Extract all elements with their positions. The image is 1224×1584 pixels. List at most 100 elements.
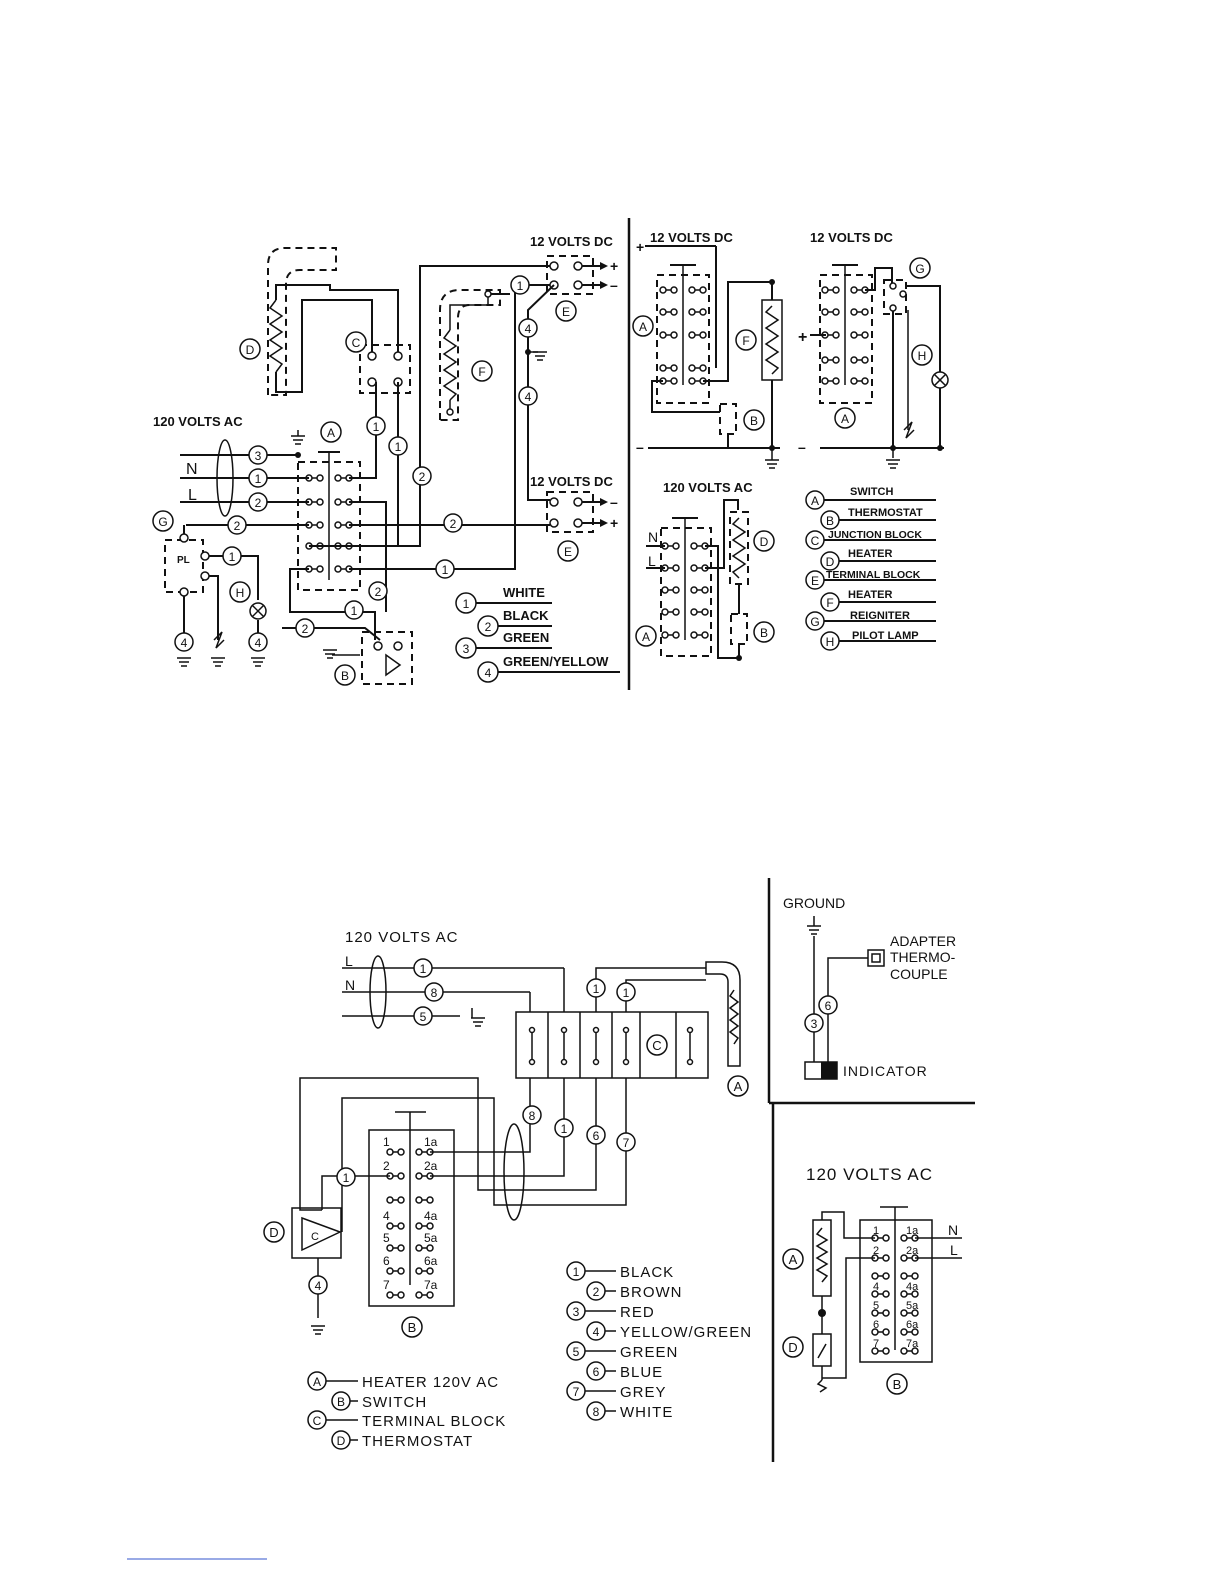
upper-part-legend: A SWITCH B THERMOSTAT C JUNCTION BLOCK D… xyxy=(805,486,936,651)
svg-text:REIGNITER: REIGNITER xyxy=(850,610,910,622)
svg-text:YELLOW/GREEN: YELLOW/GREEN xyxy=(620,1324,752,1341)
svg-text:1: 1 xyxy=(573,1265,580,1279)
svg-text:D: D xyxy=(826,555,835,569)
dc-top-plus: + xyxy=(610,258,618,274)
svg-text:1: 1 xyxy=(463,597,470,611)
svg-text:TERMINAL BLOCK: TERMINAL BLOCK xyxy=(826,569,921,581)
svg-text:7: 7 xyxy=(623,1136,630,1150)
svg-text:1: 1 xyxy=(442,563,449,577)
heater-f xyxy=(439,289,501,421)
svg-text:4: 4 xyxy=(181,636,188,650)
lower-n-label: N xyxy=(345,977,355,993)
svg-text:COUPLE: COUPLE xyxy=(890,966,948,982)
svg-text:H: H xyxy=(918,349,927,363)
svg-text:C: C xyxy=(811,534,820,548)
svg-text:B: B xyxy=(408,1320,417,1335)
lower-right-indicator-diagram: GROUND ADAPTER THERMO- COUPLE 6 3 INDICA… xyxy=(783,895,956,1080)
svg-text:2: 2 xyxy=(419,470,426,484)
svg-text:G: G xyxy=(158,515,167,529)
svg-text:8: 8 xyxy=(431,986,438,1000)
svg-text:H: H xyxy=(236,586,245,600)
svg-text:2: 2 xyxy=(302,622,309,636)
legend-white: WHITE xyxy=(503,585,545,600)
svg-text:4: 4 xyxy=(525,390,532,404)
svg-text:D: D xyxy=(788,1340,797,1355)
lower-ac-label: 120 VOLTS AC xyxy=(345,929,458,946)
svg-text:C: C xyxy=(313,1414,322,1428)
svg-text:7: 7 xyxy=(383,1278,390,1292)
svg-text:1: 1 xyxy=(373,420,380,434)
svg-text:2: 2 xyxy=(873,1245,879,1257)
svg-text:F: F xyxy=(478,365,485,379)
svg-text:A: A xyxy=(313,1375,321,1389)
upper-l-label: L xyxy=(188,487,197,504)
thermostat-b-upper xyxy=(361,631,413,685)
svg-text:7a: 7a xyxy=(424,1278,438,1292)
svg-text:A: A xyxy=(642,630,650,644)
svg-text:2: 2 xyxy=(383,1159,390,1173)
svg-text:120 VOLTS AC: 120 VOLTS AC xyxy=(806,1165,933,1184)
svg-text:4a: 4a xyxy=(906,1281,919,1293)
svg-text:120 VOLTS AC: 120 VOLTS AC xyxy=(663,480,753,495)
svg-text:1: 1 xyxy=(517,279,524,293)
svg-text:D: D xyxy=(760,535,769,549)
svg-text:12 VOLTS DC: 12 VOLTS DC xyxy=(650,230,733,245)
svg-text:D: D xyxy=(337,1434,346,1448)
svg-text:C: C xyxy=(652,1038,661,1053)
upper-right-ac-diagram: 120 VOLTS AC N L A D B xyxy=(635,480,775,661)
svg-text:B: B xyxy=(337,1395,345,1409)
svg-text:1: 1 xyxy=(383,1135,390,1149)
svg-text:HEATER: HEATER xyxy=(848,589,892,601)
svg-text:L: L xyxy=(648,553,656,569)
svg-text:BROWN: BROWN xyxy=(620,1284,683,1301)
svg-text:2a: 2a xyxy=(906,1245,919,1257)
svg-text:–: – xyxy=(636,439,644,455)
svg-text:D: D xyxy=(269,1225,278,1240)
svg-text:JUNCTION BLOCK: JUNCTION BLOCK xyxy=(828,529,922,541)
svg-text:GREEN: GREEN xyxy=(620,1344,678,1361)
svg-text:6: 6 xyxy=(383,1254,390,1268)
wire-callouts-lower: 1 8 5 1 1 8 1 6 7 1 4 xyxy=(308,958,636,1295)
svg-text:3: 3 xyxy=(811,1017,818,1031)
heater-a-lower: A xyxy=(705,961,749,1097)
svg-text:1: 1 xyxy=(561,1122,568,1136)
svg-text:2: 2 xyxy=(450,517,457,531)
svg-text:A: A xyxy=(811,494,819,508)
upper-main-diagram: 120 VOLTS AC 12 VOLTS DC 12 VOLTS DC N L… xyxy=(152,218,631,690)
svg-text:B: B xyxy=(750,414,758,428)
switch-b-lower xyxy=(368,1129,455,1307)
svg-text:1: 1 xyxy=(351,604,358,618)
svg-text:12 VOLTS DC: 12 VOLTS DC xyxy=(810,230,893,245)
svg-text:4: 4 xyxy=(593,1325,600,1339)
svg-text:5a: 5a xyxy=(906,1300,919,1312)
pl-label: PL xyxy=(177,555,190,566)
svg-text:B: B xyxy=(341,669,349,683)
svg-text:SWITCH: SWITCH xyxy=(850,486,893,498)
svg-text:1: 1 xyxy=(395,440,402,454)
svg-text:C: C xyxy=(352,336,361,350)
terminal-block-e-lower xyxy=(546,491,594,533)
svg-text:N: N xyxy=(648,529,658,545)
lower-main-diagram: 120 VOLTS AC L N C A xyxy=(263,878,975,1462)
svg-text:1: 1 xyxy=(343,1171,350,1185)
svg-text:H: H xyxy=(826,635,835,649)
svg-text:4a: 4a xyxy=(424,1209,438,1223)
svg-text:E: E xyxy=(811,574,819,588)
svg-text:7: 7 xyxy=(873,1338,879,1350)
svg-text:–: – xyxy=(798,439,806,455)
svg-text:3: 3 xyxy=(573,1305,580,1319)
svg-text:3: 3 xyxy=(255,449,262,463)
wire-callouts-upper: 3 1 2 2 1 1 1 2 2 1 2 1 2 1 4 4 4 4 xyxy=(174,275,538,652)
legend-green-yellow: GREEN/YELLOW xyxy=(503,654,609,669)
svg-text:ADAPTER: ADAPTER xyxy=(890,933,956,949)
upper-n-label: N xyxy=(186,461,198,478)
lower-wire-legend: 1 BLACK 2 BROWN 3 RED 4 YELLOW/GREEN 5 G… xyxy=(566,1261,752,1421)
svg-text:6: 6 xyxy=(593,1129,600,1143)
svg-text:SWITCH: SWITCH xyxy=(362,1394,427,1411)
svg-text:INDICATOR: INDICATOR xyxy=(843,1063,928,1079)
svg-text:1: 1 xyxy=(229,550,236,564)
svg-text:6: 6 xyxy=(873,1319,879,1331)
svg-text:HEATER 120V AC: HEATER 120V AC xyxy=(362,1374,499,1391)
svg-text:1: 1 xyxy=(623,986,630,1000)
